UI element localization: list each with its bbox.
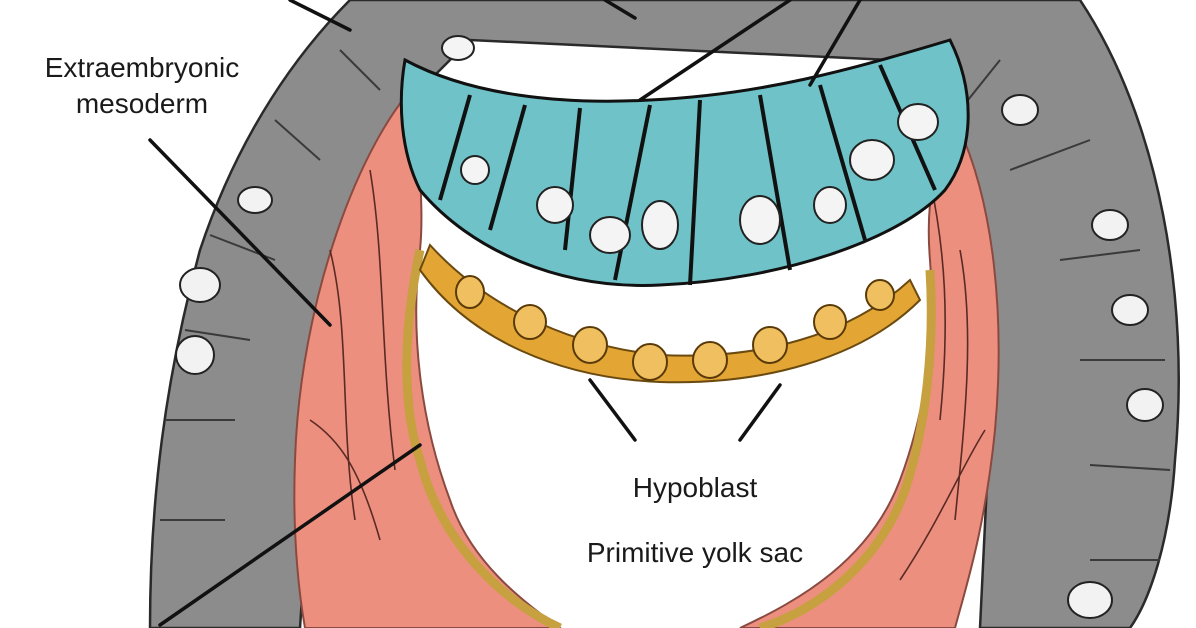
yolk-sac-membrane-right: [758, 269, 936, 628]
leader-line-hypoblast-left: [588, 378, 637, 442]
leader-line-yolk-sac: [158, 443, 422, 627]
label-hypoblast: Hypoblast: [632, 472, 758, 503]
leader-line-top-right: [638, 0, 792, 102]
leader-line-top-far-right: [808, 0, 862, 87]
leader-line-hypoblast-right: [738, 383, 782, 442]
leader-line-top-left: [288, 0, 352, 32]
mesoderm-left: [293, 77, 562, 628]
mesoderm-right: [739, 117, 1000, 628]
yolk-sac-membrane: [402, 249, 562, 628]
mesoderm-texture: [309, 169, 986, 581]
label-extraembryonic-mesoderm: Extraembryonic mesoderm: [44, 52, 240, 119]
epiblast-nuclei: [441, 35, 939, 254]
hypoblast-cells: [455, 275, 895, 381]
leader-line-top-center: [603, 0, 637, 20]
leader-line-mesoderm: [148, 138, 332, 327]
cytotrophoblast-cells: [160, 49, 1171, 561]
cytotrophoblast-nuclei: [175, 94, 1164, 619]
label-primitive-yolk-sac: Primitive yolk sac: [586, 537, 804, 568]
